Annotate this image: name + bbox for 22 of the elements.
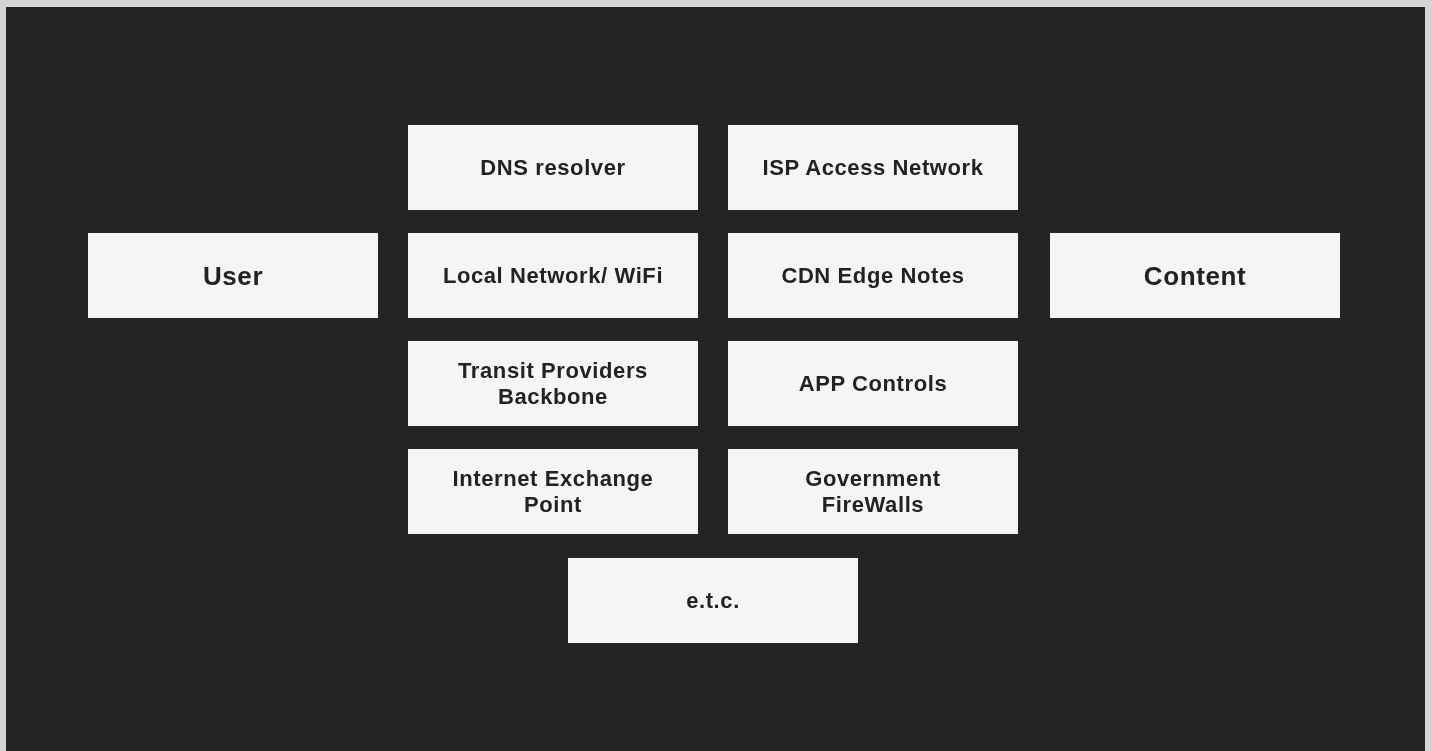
process-box bbox=[728, 449, 1018, 534]
process-box bbox=[408, 341, 698, 426]
box-label: Local Network/ WiFi bbox=[442, 262, 664, 289]
process-box bbox=[88, 233, 378, 318]
process-box bbox=[568, 558, 858, 643]
box-label: CDN Edge Notes bbox=[781, 262, 965, 289]
box-label: Government FireWalls bbox=[804, 465, 942, 518]
process-box bbox=[408, 233, 698, 318]
box-label: Transit Providers Backbone bbox=[457, 357, 649, 410]
box-label: Internet Exchange Point bbox=[451, 465, 655, 518]
box-label: Content bbox=[1143, 262, 1247, 289]
process-box bbox=[728, 233, 1018, 318]
process-box bbox=[408, 125, 698, 210]
box-label: DNS resolver bbox=[480, 154, 626, 181]
box-label: APP Controls bbox=[798, 370, 948, 397]
process-box bbox=[728, 125, 1018, 210]
box-label: ISP Access Network bbox=[762, 154, 984, 181]
box-label: User bbox=[202, 262, 264, 289]
process-box bbox=[408, 449, 698, 534]
process-box bbox=[728, 341, 1018, 426]
process-box bbox=[1050, 233, 1340, 318]
box-label: e.t.c. bbox=[686, 587, 740, 614]
